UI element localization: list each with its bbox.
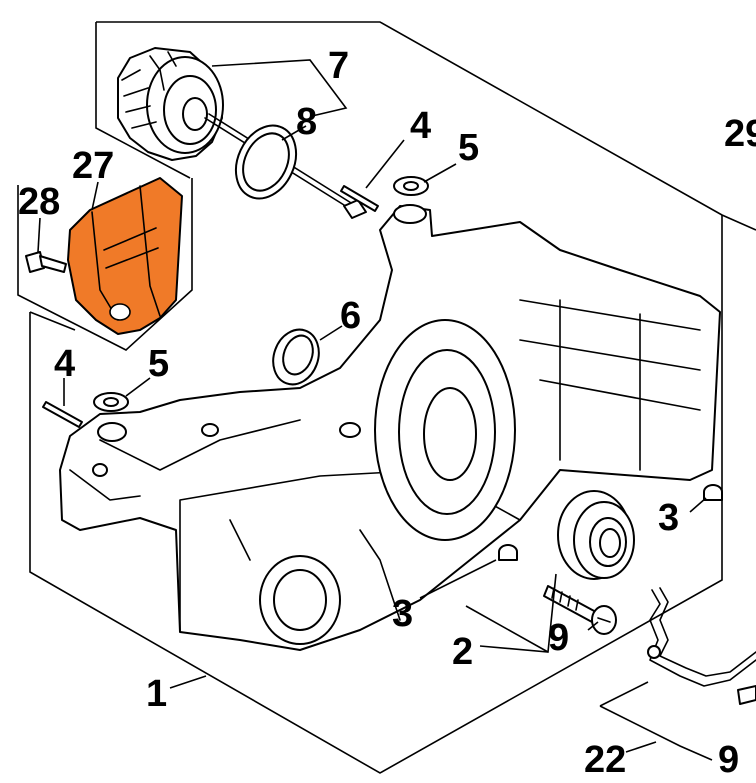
callout-5-upper: 5 <box>458 127 479 169</box>
screw-lower-right <box>737 685 756 705</box>
callouts: 7 8 4 5 29 27 28 6 4 5 3 3 9 2 1 22 9 <box>18 45 756 781</box>
main-group-frame-corner <box>29 311 76 331</box>
callout-7: 7 <box>328 45 349 87</box>
callout-3-right: 3 <box>658 497 679 539</box>
callout-4-upper: 4 <box>410 105 431 147</box>
callout-9: 9 <box>548 617 569 659</box>
leader-5-upper <box>423 163 457 183</box>
washer-lower <box>93 392 129 412</box>
cover-group-frame <box>17 178 193 351</box>
o-ring <box>234 124 298 200</box>
screw <box>543 585 617 635</box>
leader-8 <box>281 125 307 141</box>
main-group-frame-top <box>96 21 756 231</box>
main-group-frame-left <box>95 22 191 179</box>
leader-3-center <box>419 559 497 599</box>
crankcase <box>59 204 721 651</box>
callout-3-center: 3 <box>392 593 413 635</box>
gasket <box>647 587 756 687</box>
leader-3-right <box>689 497 707 513</box>
callout-2: 2 <box>452 631 473 673</box>
leader-27 <box>91 181 99 211</box>
leader-lines <box>37 59 713 761</box>
leader-1 <box>169 675 207 689</box>
callout-8: 8 <box>296 101 317 143</box>
leader-7 <box>211 59 348 117</box>
guard-cover <box>67 177 183 335</box>
callout-22: 22 <box>584 739 626 781</box>
callout-28: 28 <box>18 181 60 223</box>
pin-upper <box>340 185 379 212</box>
leader-22-bracket <box>599 705 713 761</box>
ball-bearing <box>557 490 635 580</box>
oil-pump-assembly <box>117 47 367 219</box>
sleeve-center <box>498 544 518 561</box>
callout-4-lower: 4 <box>54 343 75 385</box>
leader-28 <box>37 217 41 253</box>
callout-6: 6 <box>340 295 361 337</box>
callout-5-lower: 5 <box>148 343 169 385</box>
leader-22 <box>625 741 657 753</box>
callout-29: 29 <box>724 113 756 155</box>
leader-22-frame <box>599 681 649 707</box>
group-frames <box>17 21 756 774</box>
callout-9-lower: 9 <box>718 739 739 781</box>
leader-4-upper <box>365 139 405 189</box>
leader-2 <box>479 573 557 653</box>
main-group-frame-bottom <box>29 215 723 774</box>
washer-upper <box>393 176 429 196</box>
sleeve-right <box>703 484 723 501</box>
cover-screw <box>25 251 67 273</box>
pin-lower <box>42 401 83 428</box>
leader-9 <box>587 621 599 631</box>
oil-seal <box>272 328 320 386</box>
leader-5-lower <box>125 377 151 397</box>
leader-6 <box>319 325 343 341</box>
callout-1: 1 <box>146 673 167 715</box>
callout-27: 27 <box>72 145 114 187</box>
leader-2-bracket <box>465 605 549 653</box>
